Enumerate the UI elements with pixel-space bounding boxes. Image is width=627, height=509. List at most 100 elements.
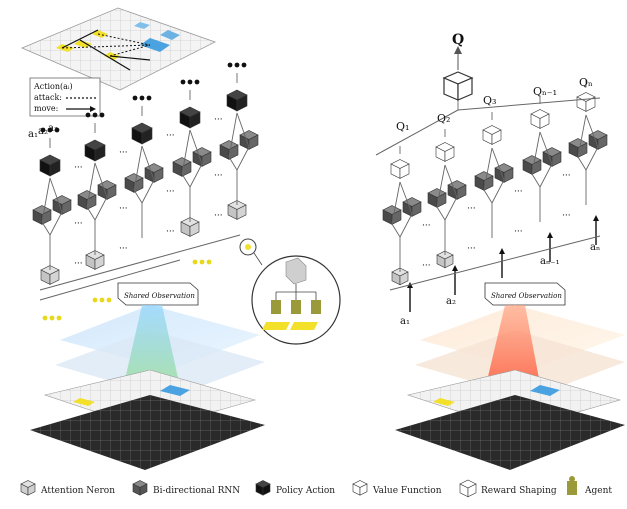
r-rnn-cell-right-2: [447, 180, 467, 200]
value-function-icon: [352, 480, 368, 496]
right-network: ··· ··· ··· ··· ··· ··· ··· ···: [375, 79, 608, 312]
q-total-label: Q: [452, 32, 464, 48]
svg-text:···: ···: [562, 211, 571, 221]
reward-shaping-cube: [442, 71, 474, 101]
agent-label-a1: a₁: [28, 129, 38, 140]
legend-cube-2: [132, 480, 148, 496]
value-function-3: [482, 125, 502, 145]
svg-text:···: ···: [166, 227, 175, 237]
rnn-cell-left-5: [219, 140, 239, 160]
policy-action-3: [131, 122, 153, 145]
value-function-2: [435, 142, 455, 162]
yellow-dots-1: [42, 315, 62, 321]
legend-item-5: Reward Shaping: [459, 479, 557, 498]
attention-neuron-icon: [20, 480, 36, 496]
shared-observation-right-label: Shared Observation: [491, 292, 562, 300]
rnn-cell-left-3: [124, 173, 144, 193]
legend-item-2: Bi-directional RNN: [132, 480, 240, 496]
shared-observation-left-label: Shared Observation: [124, 292, 195, 300]
agent-icon: [271, 300, 321, 314]
legend-cube-3: [255, 480, 271, 496]
r-rnn-cell-right-5: [588, 130, 608, 150]
action-dots-3: [132, 95, 152, 101]
action-legend-box: Action(aᵢ) attack: move:: [29, 77, 101, 117]
action-dots-4: [180, 79, 200, 85]
q-label-n: Qₙ: [579, 76, 593, 89]
legend-label-2: Bi-directional RNN: [153, 486, 240, 496]
r-rnn-cell-left-5: [568, 138, 588, 158]
reward-shaping-node: Q: [442, 32, 474, 110]
a-label-2: a₂: [446, 296, 456, 307]
rnn-cell-left-1: [32, 205, 52, 225]
rnn-icon: [132, 480, 148, 496]
svg-text:···: ···: [166, 131, 175, 141]
svg-text:···: ···: [214, 171, 223, 181]
svg-text:···: ···: [74, 163, 83, 173]
svg-text:···: ···: [119, 204, 128, 214]
yellow-dots-3: [192, 259, 212, 265]
svg-text:···: ···: [74, 219, 83, 229]
action-move-label: move:: [34, 104, 58, 113]
yellow-dots-2: [92, 297, 112, 303]
svg-text:···: ···: [214, 115, 223, 125]
svg-text:···: ···: [422, 221, 431, 231]
value-function-5: [576, 92, 596, 112]
legend-cube-4: [352, 480, 368, 496]
policy-action-1: [39, 154, 61, 177]
svg-text:···: ···: [422, 261, 431, 271]
svg-text:···: ···: [467, 244, 476, 254]
r-rnn-cell-left-3: [474, 171, 494, 191]
rnn-cell-right-3: [144, 163, 164, 183]
top-grid-map: [20, 7, 217, 91]
legend-label-5: Reward Shaping: [481, 486, 557, 496]
agent-magnifier: [239, 238, 341, 345]
legend-item-4: Value Function: [352, 480, 442, 496]
action-box-title: Action(aᵢ): [33, 82, 73, 91]
legend-label-3: Policy Action: [276, 486, 335, 496]
right-ground-maps: [395, 369, 625, 470]
agent-icon: [567, 476, 577, 495]
svg-text:···: ···: [562, 171, 571, 181]
svg-text:···: ···: [514, 187, 523, 197]
policy-action-5: [226, 89, 248, 112]
reward-shaping-icon: [459, 479, 477, 498]
svg-text:···: ···: [467, 204, 476, 214]
shared-observation-right: Shared Observation: [484, 282, 566, 306]
rnn-cell-right-2: [97, 180, 117, 200]
svg-text:···: ···: [214, 211, 223, 221]
legend: Attention Neron Bi-directional RNN Policy …: [20, 476, 612, 498]
r-rnn-cell-left-1: [382, 205, 402, 225]
q-label-1: Q₁: [396, 120, 409, 133]
legend-item-1: Attention Neron: [20, 480, 115, 496]
rnn-cell-right-1: [52, 195, 72, 215]
legend-item-6: Agent: [567, 476, 612, 496]
r-attention-neuron-1: [391, 267, 409, 286]
policy-action-icon: [255, 480, 271, 496]
q-label-3: Q₃: [483, 94, 496, 107]
r-rnn-cell-left-2: [427, 188, 447, 208]
r-rnn-cell-right-1: [402, 197, 422, 217]
q-label-2: Q₂: [437, 112, 450, 125]
q-label-n-1: Qₙ₋₁: [533, 85, 557, 98]
action-dots-5: [227, 62, 247, 68]
legend-cube-1: [20, 480, 36, 496]
action-dots-1: [40, 127, 60, 133]
value-function-1: [390, 159, 410, 179]
legend-label-4: Value Function: [372, 486, 442, 496]
action-dots-2: [85, 112, 105, 118]
agent-label-a3: a₃: [48, 123, 58, 134]
r-rnn-cell-right-4: [542, 147, 562, 167]
legend-cube-5: [459, 479, 477, 498]
svg-text:···: ···: [74, 259, 83, 269]
attention-neuron-2: [85, 250, 105, 270]
svg-text:···: ···: [166, 187, 175, 197]
a-label-n-1: aₙ₋₁: [540, 256, 560, 267]
r-rnn-cell-left-4: [522, 155, 542, 175]
policy-action-4: [179, 106, 201, 129]
value-function-4: [530, 109, 550, 129]
svg-text:···: ···: [514, 227, 523, 237]
left-network: ····································: [32, 62, 259, 321]
svg-text:···: ···: [119, 148, 128, 158]
policy-action-2: [84, 139, 106, 162]
